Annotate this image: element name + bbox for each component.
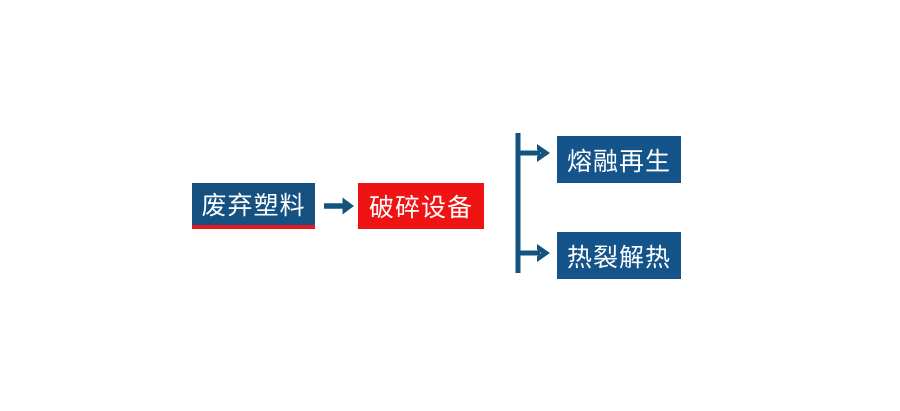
node-crushing-equipment[interactable]: 破碎设备	[358, 183, 484, 229]
branch-bracket-icon	[508, 128, 560, 278]
arrow-right-icon	[322, 189, 356, 223]
node-melt-regeneration-label: 熔融再生	[566, 146, 671, 176]
branch-arrow-top-icon	[518, 144, 550, 162]
branch-arrow-bottom-icon	[518, 244, 550, 262]
node-waste-plastic[interactable]: 废弃塑料	[192, 183, 315, 229]
node-waste-plastic-label: 废弃塑料	[201, 191, 306, 220]
node-melt-regeneration[interactable]: 熔融再生	[557, 136, 681, 183]
node-pyrolysis-heat[interactable]: 热裂解热	[557, 232, 681, 279]
node-pyrolysis-heat-label: 热裂解热	[566, 242, 671, 272]
node-crushing-equipment-label: 破碎设备	[368, 193, 473, 222]
